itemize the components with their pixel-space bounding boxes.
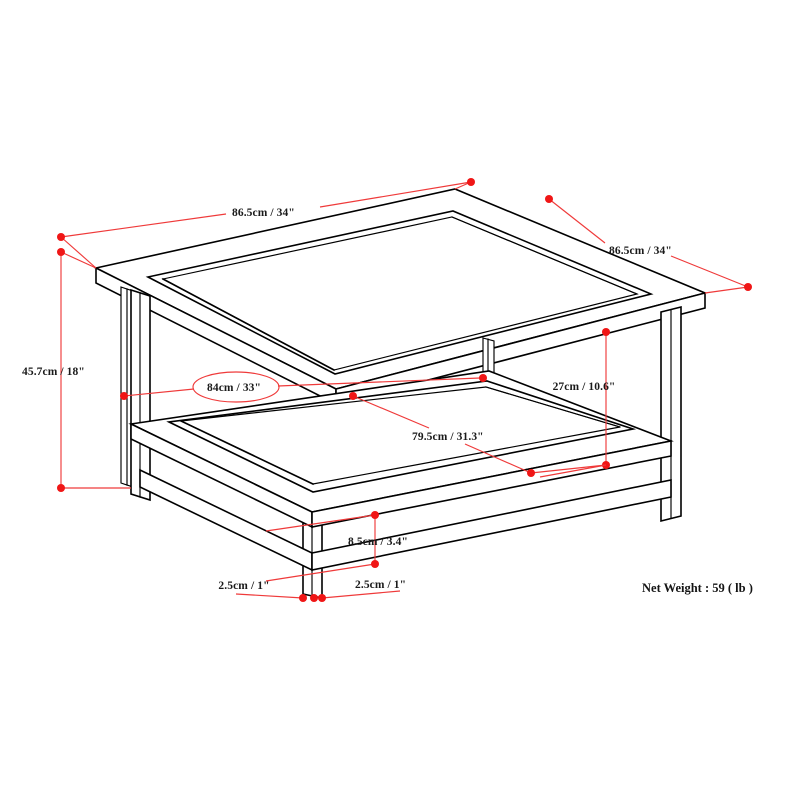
dim-shelf-depth-label: 79.5cm / 31.3" [412,431,484,443]
net-weight-label: Net Weight : 59 ( lb ) [642,581,753,595]
lower-shelf [128,370,674,529]
dim-leg-left-marker-a [299,594,307,602]
dim-shelf-to-floor-label: 8.5cm / 3.4" [348,536,408,548]
dim-leg-left-line [235,593,304,599]
dimension-shelf-depth: 79.5cm / 31.3" [349,392,607,477]
dim-shelf-depth-marker-start [349,392,357,400]
dim-leg-left-marker-b [310,594,318,602]
dim-top-width-leader-left [60,213,227,238]
dim-top-depth-marker-start [545,195,553,203]
dimension-leg-thickness-right: 2.5cm / 1" [318,579,406,602]
dim-top-depth-ext [704,286,749,294]
dim-clearance-ext-bottom [539,464,607,478]
lower-shelf-edge-right [311,440,672,528]
dim-shelf-depth-ext [530,464,607,474]
dim-top-width-marker-start [57,233,65,241]
dim-height-ext-top [60,251,97,269]
dim-leg-right-marker [318,594,326,602]
dim-top-width-marker-end [467,178,475,186]
dim-height-marker-bottom [57,484,65,492]
dimension-top-depth: 86.5cm / 34" [545,195,752,294]
dim-top-depth-leader-lower [670,255,749,288]
dim-shelf-width-marker-right [479,374,487,382]
dimension-clearance-height: 27cm / 10.6" [539,328,616,478]
dim-top-depth-marker-end [744,283,752,291]
dim-shelf-width-leader-right [277,377,481,387]
dim-leg-right-line [321,590,401,599]
lower-shelf-plank-seam-right [485,386,621,428]
dim-shelf-floor-marker-top [371,511,379,519]
dim-shelf-width-marker-left [120,392,128,400]
coffee-table-illustration [93,188,708,599]
dim-top-width-ext-left [60,236,97,269]
dim-height-marker-top [57,248,65,256]
dim-shelf-floor-ext-top [265,514,376,532]
dimension-leg-thickness-left: 2.5cm / 1" [218,580,318,602]
table-top [93,188,708,406]
dim-shelf-floor-marker-bottom [371,560,379,568]
dim-shelf-width-oval [192,371,280,403]
lower-shelf-plank-seam-left [179,419,315,486]
table-top-plank-seam-right [451,216,638,295]
table-top-plank-seam-left [161,277,336,372]
dim-leg-thickness-right-label: 2.5cm / 1" [355,579,406,591]
dim-shelf-depth-leader-upper [352,395,430,429]
dim-top-depth-label: 86.5cm / 34" [609,245,672,257]
dim-shelf-depth-leader-lower [464,443,532,474]
dim-total-height-label: 45.7cm / 18" [22,366,85,378]
dimension-total-height: 45.7cm / 18" [22,248,131,492]
dim-shelf-width-leader-left [123,388,195,397]
dim-top-width-label: 86.5cm / 34" [232,207,295,219]
dimension-shelf-to-floor: 8.5cm / 3.4" [265,511,408,582]
dim-top-width-leader-right [319,181,472,208]
dim-top-depth-leader-upper [548,198,606,244]
dim-leg-thickness-left-label: 2.5cm / 1" [218,580,269,592]
stretcher-rail-right [311,479,672,571]
dimension-shelf-width: 84cm / 33" [120,371,487,403]
table-top-inset-panel [145,210,654,375]
lower-shelf-inset-panel [166,380,637,493]
dim-clearance-marker-top [602,328,610,336]
dim-clearance-label: 27cm / 10.6" [553,381,616,393]
lower-stretcher-rails [139,468,672,572]
dim-shelf-depth-marker-end [527,469,535,477]
dimension-annotations: 86.5cm / 34" 86.5cm / 34" 45.7cm / 18" [22,178,752,602]
dimension-top-width: 86.5cm / 34" [57,178,475,269]
dim-shelf-floor-ext-bottom [265,563,376,582]
dim-shelf-width-label: 84cm / 33" [207,382,261,394]
